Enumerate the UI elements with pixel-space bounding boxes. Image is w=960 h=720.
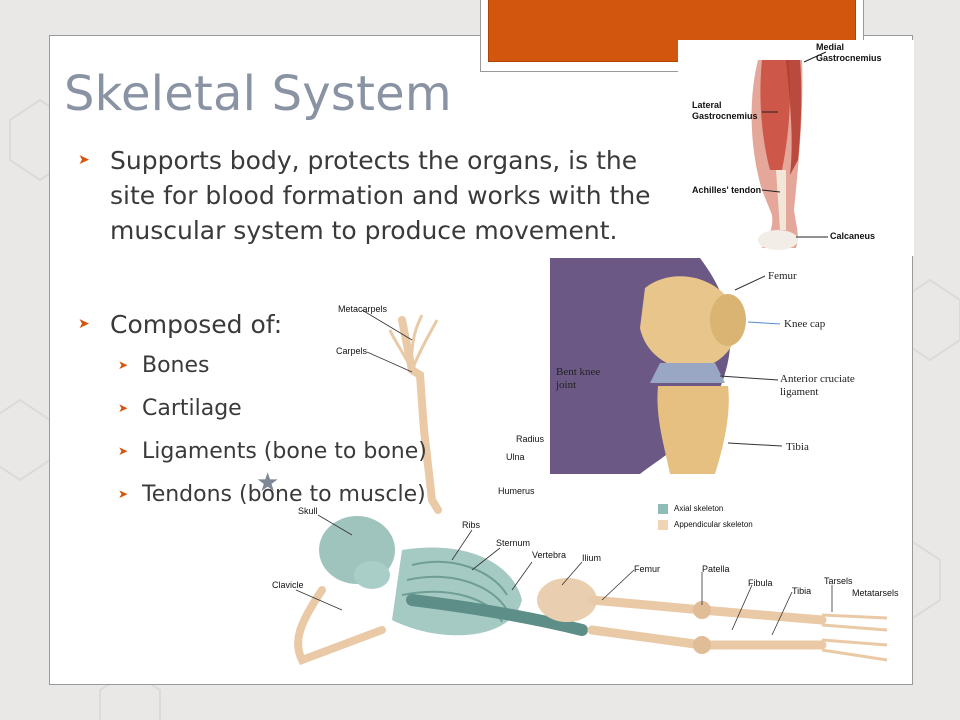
bullet-arrow-icon: ➤ xyxy=(78,316,90,332)
label-femur: Femur xyxy=(634,564,661,574)
label-carpels: Carpels xyxy=(336,346,368,356)
bullet-arrow-icon: ➤ xyxy=(118,487,129,501)
label-humerus: Humerus xyxy=(498,486,535,496)
skeleton-illustration xyxy=(294,309,888,666)
label-radius: Radius xyxy=(516,434,545,444)
label-achilles-tendon: Achilles' tendon xyxy=(692,185,762,195)
bullet-tendons: Tendons (bone to muscle) xyxy=(142,482,426,507)
label-ulna: Ulna xyxy=(506,452,525,462)
label-metacarpels: Metacarpels xyxy=(338,304,388,314)
label-medial-gastrocnemius: Medial Gastrocnemius xyxy=(816,42,882,63)
bullet-arrow-icon: ➤ xyxy=(78,152,90,168)
knee-illustration xyxy=(550,258,860,474)
label-patella: Patella xyxy=(702,564,730,574)
label-ilium: Ilium xyxy=(582,553,602,563)
skeleton-diagram-image: Metacarpels Carpels Radius Ulna Humerus … xyxy=(262,300,902,680)
bullet-supports: Supports body, protects the organs, is t… xyxy=(110,146,651,245)
bullet-ligaments: Ligaments (bone to bone) xyxy=(142,439,427,464)
label-sternum: Sternum xyxy=(496,538,531,548)
slide-title: Skeletal System xyxy=(64,66,452,122)
label-knee-tibia: Tibia xyxy=(786,441,809,453)
label-tarsels: Tarsels xyxy=(824,576,853,586)
bullet-arrow-icon: ➤ xyxy=(118,358,129,372)
legend-appendicular-skeleton: Appendicular skeleton xyxy=(674,520,753,529)
star-icon: ★ xyxy=(256,468,280,498)
calf-muscle-image: Medial Gastrocnemius Lateral Gastrocnemi… xyxy=(678,40,914,256)
legend-axial-skeleton: Axial skeleton xyxy=(674,504,724,513)
bullet-bones: Bones xyxy=(142,353,210,378)
bullet-cartilage: Cartilage xyxy=(142,396,242,421)
calf-illustration xyxy=(751,51,828,250)
label-lateral-gastrocnemius: Lateral Gastrocnemius xyxy=(692,100,758,121)
label-clavicle: Clavicle xyxy=(272,580,304,590)
knee-joint-image: Bent knee joint Femur Knee cap Anterior … xyxy=(550,258,860,474)
label-fibula: Fibula xyxy=(748,578,773,588)
bullet-composed-of: Composed of: xyxy=(110,310,283,339)
label-skull: Skull xyxy=(298,506,318,516)
label-vertebra: Vertebra xyxy=(532,550,567,560)
label-tibia: Tibia xyxy=(792,586,812,596)
label-metatarsels: Metatarsels xyxy=(852,588,899,598)
label-knee-femur: Femur xyxy=(768,270,797,282)
label-bent-knee-joint: Bent knee joint xyxy=(556,366,601,391)
label-anterior-cruciate-ligament: Anterior cruciate ligament xyxy=(780,373,855,398)
bullet-arrow-icon: ➤ xyxy=(118,401,129,415)
label-calcaneus: Calcaneus xyxy=(830,231,876,241)
label-ribs: Ribs xyxy=(462,520,481,530)
label-knee-cap: Knee cap xyxy=(784,318,826,330)
bullet-arrow-icon: ➤ xyxy=(118,444,129,458)
